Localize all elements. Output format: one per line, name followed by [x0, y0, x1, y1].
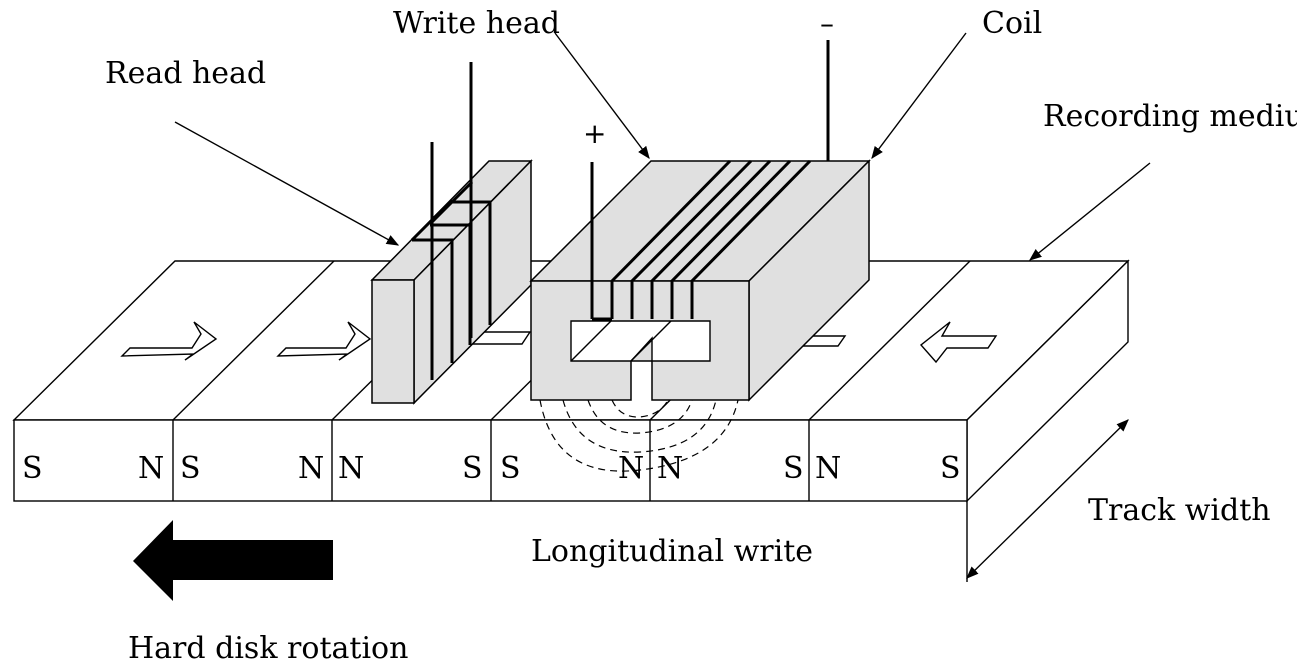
coil-label: Coil — [982, 6, 1042, 41]
write-head-label: Write head — [393, 6, 560, 41]
hard-disk-rotation-label: Hard disk rotation — [128, 631, 408, 663]
coil-windings — [590, 40, 830, 321]
magnet-arrow-right-icon — [120, 321, 218, 361]
pole-right: S — [783, 451, 804, 486]
pole-right: N — [298, 451, 324, 486]
pole-right: S — [940, 451, 961, 486]
read-head — [370, 62, 533, 405]
magnet-arrow-left-icon — [919, 321, 998, 364]
recording-medium-label: Recording medium — [1043, 99, 1297, 134]
pole-left: S — [500, 451, 521, 486]
magnetic-field-lines — [539, 399, 739, 472]
write-head — [529, 40, 871, 402]
track-width-dimension — [966, 419, 1129, 582]
longitudinal-write-label: Longitudinal write — [531, 534, 813, 569]
pole-left: N — [338, 451, 364, 486]
minus-terminal-label: – — [820, 7, 834, 40]
pole-right: N — [138, 451, 164, 486]
pole-labels: S N S N N S S N N S N S — [22, 451, 961, 486]
pole-left: N — [815, 451, 841, 486]
pole-right: S — [462, 451, 483, 486]
pole-left: S — [22, 451, 43, 486]
pointer-lines — [174, 32, 1151, 261]
rotation-arrow-icon — [133, 520, 333, 601]
plus-terminal-label: + — [583, 117, 606, 150]
pole-left: N — [657, 451, 683, 486]
track-width-label: Track width — [1088, 493, 1271, 528]
magnet-arrow-right-icon — [276, 321, 372, 361]
read-head-label: Read head — [105, 56, 266, 91]
pole-right: N — [618, 451, 644, 486]
pole-left: S — [180, 451, 201, 486]
